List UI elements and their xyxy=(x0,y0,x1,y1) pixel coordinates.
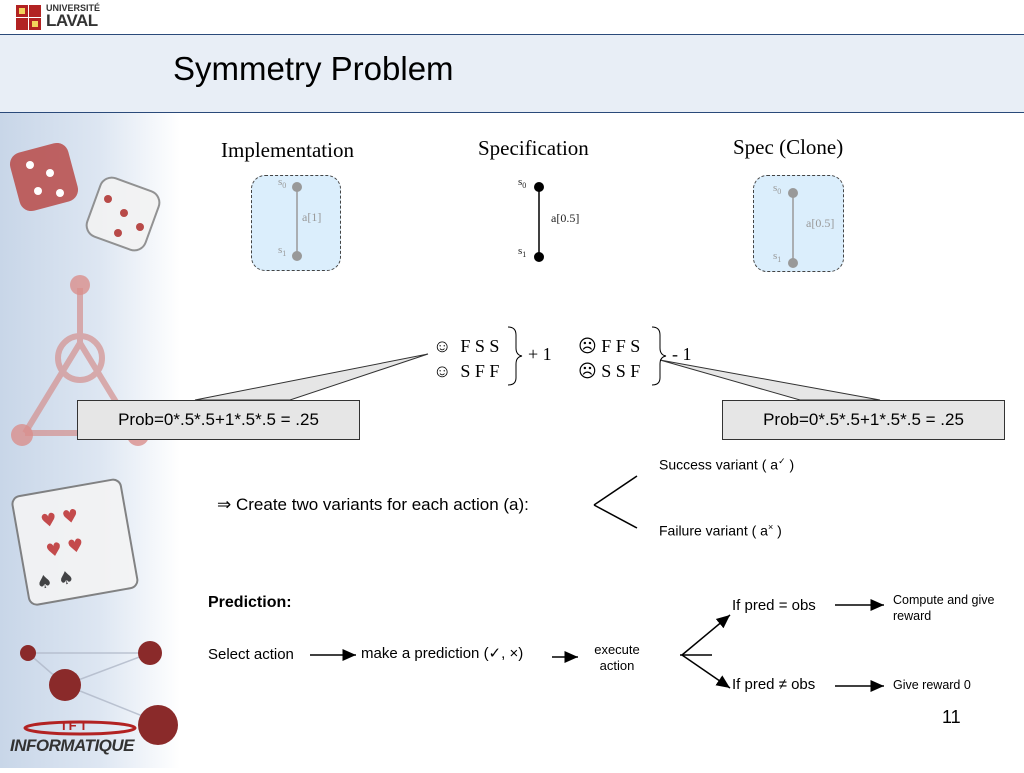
positive-sequence-1: ☺ F S S xyxy=(433,336,500,356)
ift-logo: IFT INFORMATIQUE xyxy=(10,718,160,760)
success-variant: Success variant ( a✓ ) xyxy=(659,456,795,473)
decorative-illustration: ♥ ♥ ♥ ♥ ♠ ♠ xyxy=(9,142,178,745)
make-prediction-label: make a prediction (✓, ×) xyxy=(361,645,524,662)
specification-graph xyxy=(534,182,544,262)
clone-state-s1: s1 xyxy=(773,250,782,265)
happy-face-icon: ☺ xyxy=(433,336,452,356)
informatique-text: INFORMATIQUE xyxy=(10,736,135,755)
negative-sequence-2: ☹ S S F xyxy=(578,361,641,381)
clone-action-label: a[0.5] xyxy=(806,216,835,230)
execute-action-label: execute action xyxy=(594,642,640,673)
give-reward-zero-label: Give reward 0 xyxy=(893,678,971,692)
ift-swoosh-icon xyxy=(23,720,137,736)
positive-sequence-2: ☺ S F F xyxy=(433,361,500,381)
impl-state-s1: s1 xyxy=(278,244,287,259)
positive-reward: + 1 xyxy=(528,344,552,364)
top-strip xyxy=(0,0,1024,35)
cross-icon: × xyxy=(767,522,774,532)
happy-face-icon: ☺ xyxy=(433,361,452,381)
check-icon: ✓ xyxy=(778,456,786,466)
spec-action-label: a[0.5] xyxy=(551,211,580,225)
implies-icon: ⇒ xyxy=(217,495,232,514)
prob-box-right: Prob=0*.5*.5+1*.5*.5 = .25 xyxy=(722,400,1005,440)
impl-action-label: a[1] xyxy=(302,210,322,224)
university-logo: UNIVERSITÉ LAVAL xyxy=(16,2,186,32)
sad-face-icon: ☹ xyxy=(578,336,597,356)
decorative-sidebar: ♥ ♥ ♥ ♥ ♠ ♠ xyxy=(0,113,180,768)
variants-statement: ⇒ Create two variants for each action (a… xyxy=(217,495,529,514)
implementation-title: Implementation xyxy=(221,138,354,162)
university-label: UNIVERSITÉ xyxy=(46,3,101,13)
page-title: Symmetry Problem xyxy=(173,50,454,87)
implementation-graph xyxy=(292,182,302,261)
ift-text: IFT xyxy=(62,718,91,733)
sad-face-icon: ☹ xyxy=(578,361,597,381)
university-name: LAVAL xyxy=(46,11,98,30)
spec-state-s0: s0 xyxy=(518,176,527,191)
specification-title: Specification xyxy=(478,136,589,160)
prediction-heading: Prediction: xyxy=(208,594,292,611)
clone-state-s0: s0 xyxy=(773,182,782,197)
compute-reward-label: Compute and give reward xyxy=(893,593,995,623)
clone-graph xyxy=(788,188,798,268)
negative-reward: - 1 xyxy=(672,344,692,364)
clone-title: Spec (Clone) xyxy=(733,135,844,159)
clone-box xyxy=(753,175,844,272)
if-equal-label: If pred = obs xyxy=(732,597,816,614)
laval-crest-icon xyxy=(16,5,41,30)
negative-sequence-1: ☹ F F S xyxy=(578,336,641,356)
prob-box-left: Prob=0*.5*.5+1*.5*.5 = .25 xyxy=(77,400,360,440)
impl-state-s0: s0 xyxy=(278,176,287,191)
if-not-equal-label: If pred ≠ obs xyxy=(732,676,816,693)
select-action-label: Select action xyxy=(208,646,294,663)
page-number: 11 xyxy=(942,707,961,727)
failure-variant: Failure variant ( a× ) xyxy=(659,522,782,539)
spec-state-s1: s1 xyxy=(518,245,527,260)
